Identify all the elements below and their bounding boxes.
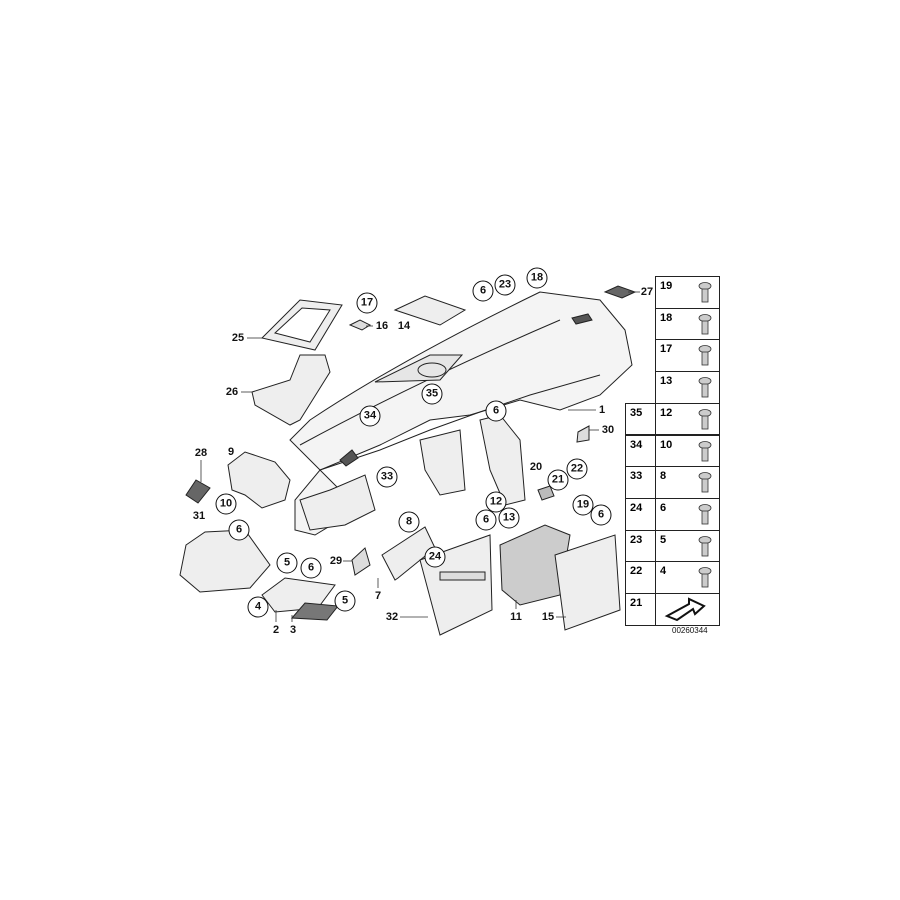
- part-number: 21: [630, 597, 643, 609]
- fastener-icon: [698, 377, 712, 398]
- callout-21: 21: [547, 469, 569, 491]
- callout-9: 9: [227, 446, 235, 458]
- fastener-icon: [698, 408, 712, 430]
- callout-11: 11: [510, 611, 522, 623]
- callout-18: 18: [526, 267, 548, 289]
- callout-15: 15: [541, 611, 555, 623]
- part-number: 33: [630, 470, 643, 483]
- callout-35: 35: [421, 383, 443, 405]
- callout-6: 6: [590, 504, 612, 526]
- fastener-icon: [698, 503, 712, 525]
- part-cell-21: 21: [625, 593, 656, 626]
- part-cell-8: 8: [655, 466, 720, 499]
- part-cell-13: 13: [655, 371, 720, 404]
- part-number: 12: [660, 406, 673, 419]
- callout-6: 6: [475, 509, 497, 531]
- fastener-icon: [698, 313, 712, 335]
- part-cell-24: 24: [625, 497, 656, 531]
- part-cell-23: 23: [625, 529, 656, 563]
- fastener-icon: [698, 345, 712, 366]
- callout-20: 20: [529, 461, 543, 473]
- part-28-vent: [185, 479, 211, 504]
- part-number: 35: [630, 406, 643, 419]
- arrow-cell: [655, 593, 720, 626]
- callout-32: 32: [385, 611, 399, 623]
- part-number: 8: [660, 470, 667, 483]
- part-cell-18: 18: [655, 307, 720, 341]
- callout-22: 22: [566, 458, 588, 480]
- callout-6: 6: [228, 519, 250, 541]
- callout-24: 24: [424, 546, 446, 568]
- part-cell-17: 17: [655, 339, 720, 373]
- part-number: 13: [660, 375, 673, 388]
- callout-3: 3: [289, 624, 297, 636]
- fastener-icon: [698, 440, 712, 461]
- callout-13: 13: [498, 507, 520, 529]
- callout-28: 28: [194, 447, 208, 459]
- part-cell-10: 10: [655, 434, 720, 468]
- callout-30: 30: [601, 424, 615, 436]
- part-cell-22: 22: [625, 561, 656, 594]
- part-number: 24: [630, 501, 643, 514]
- fastener-icon: [698, 472, 712, 493]
- part-7-trim: [381, 526, 436, 581]
- part-9-bracket: [227, 451, 291, 509]
- part-number: 23: [630, 533, 643, 546]
- fastener-icon: [698, 567, 712, 588]
- callout-19: 19: [572, 494, 594, 516]
- callout-34: 34: [359, 405, 381, 427]
- part-14-cover: [393, 295, 467, 326]
- callout-6: 6: [300, 557, 322, 579]
- callout-1: 1: [598, 404, 606, 416]
- part-cell-12: 12: [655, 402, 720, 436]
- part-26-bracket: [251, 354, 331, 426]
- callout-7: 7: [374, 590, 382, 602]
- part-number: 18: [660, 311, 673, 324]
- callout-8: 8: [398, 511, 420, 533]
- part-number: 4: [660, 565, 667, 578]
- part-cell-33: 33: [625, 466, 656, 499]
- fastener-icon: [698, 282, 712, 303]
- callout-14: 14: [397, 320, 411, 332]
- callout-6: 6: [485, 400, 507, 422]
- part-number: 5: [660, 533, 667, 546]
- part-15-panel: [554, 534, 621, 631]
- part-number: 34: [630, 438, 643, 451]
- callout-25: 25: [231, 332, 245, 344]
- part-cell-5: 5: [655, 529, 720, 563]
- callout-2: 2: [272, 624, 280, 636]
- part-number: 22: [630, 565, 643, 578]
- callout-12: 12: [485, 491, 507, 513]
- callout-6: 6: [472, 280, 494, 302]
- callout-27: 27: [640, 286, 654, 298]
- callout-17: 17: [356, 292, 378, 314]
- part-cell-6: 6: [655, 497, 720, 531]
- part-number: 19: [660, 280, 673, 292]
- direction-arrow-icon: [664, 597, 706, 622]
- part-cell-19: 19: [655, 276, 720, 309]
- part-2-tray: [261, 577, 336, 613]
- callout-31: 31: [192, 510, 206, 522]
- fastener-icon: [698, 535, 712, 556]
- part-31-glovebox: [179, 529, 271, 593]
- callout-10: 10: [215, 493, 237, 515]
- part-cell-34: 34: [625, 434, 656, 468]
- part-cell-35: 35: [625, 402, 656, 436]
- part-number: 10: [660, 438, 673, 451]
- callout-5: 5: [334, 590, 356, 612]
- callout-33: 33: [376, 466, 398, 488]
- callout-4: 4: [247, 596, 269, 618]
- part-number: 17: [660, 343, 673, 356]
- diagram-code: 00260344: [672, 626, 708, 635]
- callout-26: 26: [225, 386, 239, 398]
- callout-16: 16: [375, 320, 389, 332]
- callout-5: 5: [276, 552, 298, 574]
- part-cell-4: 4: [655, 561, 720, 594]
- callout-23: 23: [494, 274, 516, 296]
- callout-29: 29: [329, 555, 343, 567]
- part-number: 6: [660, 501, 667, 514]
